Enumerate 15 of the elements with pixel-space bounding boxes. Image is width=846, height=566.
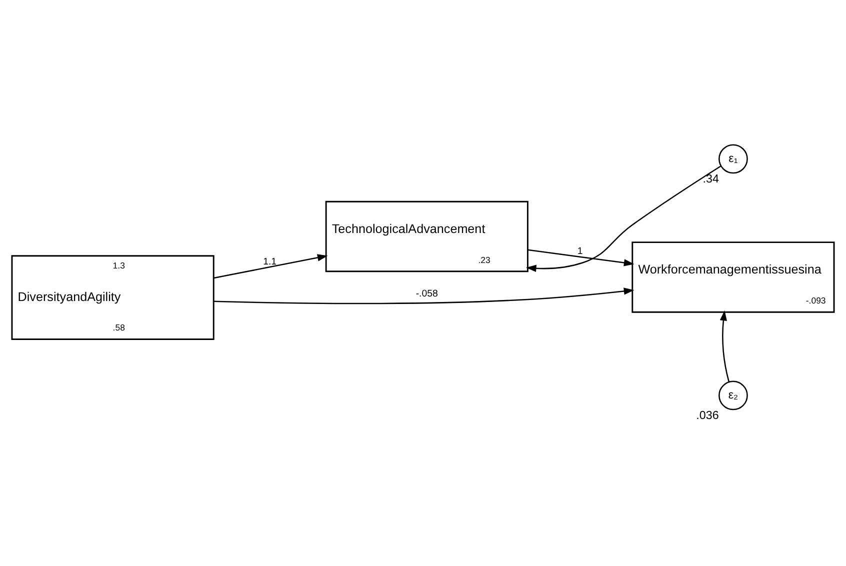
arrow	[526, 164, 722, 272]
node-label: .036	[696, 408, 719, 422]
arrow	[214, 287, 634, 304]
edge-label: -.058	[416, 288, 438, 300]
arrow	[214, 254, 328, 278]
node-circle: ε₁	[718, 144, 748, 174]
edge-label: 1	[577, 245, 583, 256]
arrow	[528, 248, 634, 266]
node-circle: ε₂	[718, 380, 748, 410]
node-box: TechnologicalAdvancement .23	[325, 200, 528, 272]
node-box: Workforcemanagementissuesina -.093	[632, 241, 835, 312]
arrow	[720, 310, 730, 382]
node-label: .34	[702, 172, 719, 185]
node-box: 1.3 DiversityandAgility .58	[11, 254, 214, 340]
edge-label: 1.1	[263, 256, 277, 268]
